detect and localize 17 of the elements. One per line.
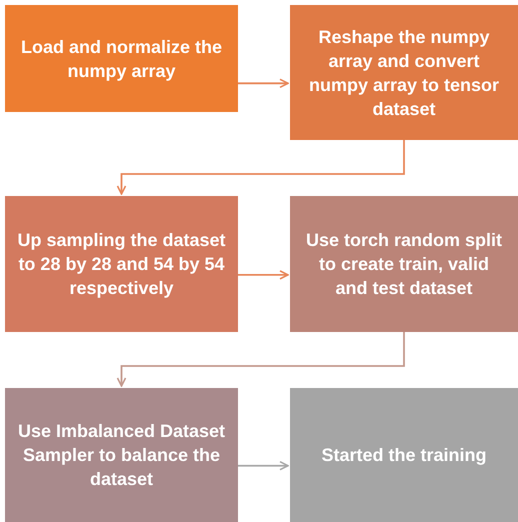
step-text: Up sampling the dataset to 28 by 28 and 54 by 54 respectively xyxy=(17,229,226,300)
process-box xyxy=(290,196,518,332)
arrow xyxy=(116,140,405,195)
arrow xyxy=(238,78,289,88)
process-box xyxy=(290,5,518,140)
process-box xyxy=(5,5,238,112)
process-box xyxy=(5,196,238,332)
arrow xyxy=(238,270,289,280)
step-text: Use Imbalanced Dataset Sampler to balance the dataset xyxy=(17,420,226,491)
arrow xyxy=(238,460,289,471)
step-text: Use torch random split to create train, valid and test dataset xyxy=(304,229,504,300)
process-box xyxy=(290,388,518,522)
step-text: Load and normalize the numpy array xyxy=(20,36,224,82)
process-box xyxy=(5,388,238,522)
step-text: Started the training xyxy=(321,444,486,467)
arrow xyxy=(116,332,405,387)
step-text: Reshape the numpy array and convert numpy array to tensor dataset xyxy=(308,26,500,120)
